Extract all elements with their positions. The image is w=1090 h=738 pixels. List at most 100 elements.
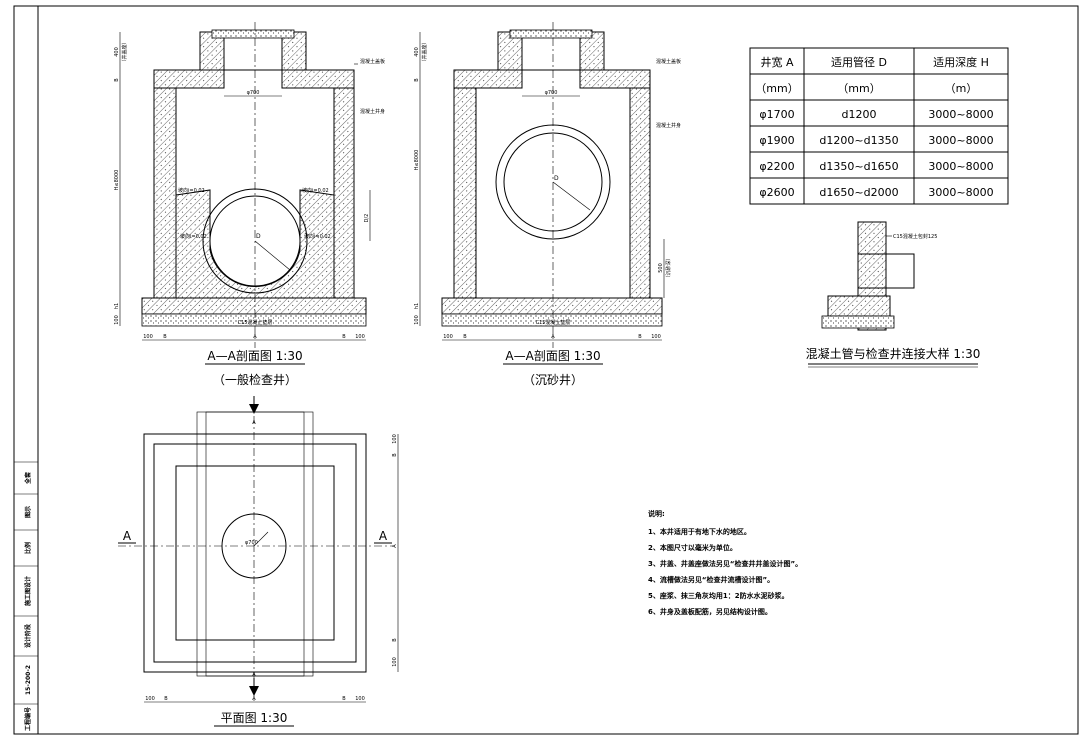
detail-label: C15混凝土包封125 <box>893 233 937 240</box>
detail-title: 混凝土管与检查井连接大样 1:30 <box>806 346 981 361</box>
note-item: 6、井身及盖板配筋，另见结构设计图。 <box>648 607 772 616</box>
bottom-dim-2: B <box>163 334 167 340</box>
section-mark-right: A <box>379 529 388 543</box>
base-slab <box>141 297 367 315</box>
table-cell: φ2200 <box>759 160 794 173</box>
plan-top-mark: A <box>252 420 256 426</box>
wall-left <box>153 87 177 299</box>
bottom-dim-5: 100 <box>651 334 661 340</box>
plan-outer-base <box>143 433 367 673</box>
base-cushion <box>441 313 663 327</box>
slab-dim: B <box>114 78 120 82</box>
sidebar-label-stage: 设计阶段 <box>24 624 32 648</box>
section-general: φ700 D 混凝土盖板 混凝土井身 坡向i=0.02 坡向i=0.02 坡向i… <box>114 22 385 387</box>
right-dim-4: B <box>392 638 398 642</box>
note-item: 3、井盖、井盖座做法另见“检查井井盖设计图”。 <box>648 559 802 568</box>
h1-dim: h1 <box>414 303 420 309</box>
slope-left: 坡向i=0.02 <box>178 187 205 194</box>
plan-bottom-dim-1: 100 <box>145 696 155 702</box>
height-dim: H≤8000 <box>114 170 120 191</box>
note-item: 1、本井适用于有地下水的地区。 <box>648 527 751 536</box>
opening-label: φ700 <box>545 90 558 96</box>
section-sand-subtitle: （沉砂井） <box>523 373 583 387</box>
right-dim-5: 100 <box>392 657 398 667</box>
base-label: C15混凝土垫层 <box>536 319 571 326</box>
sidebar-label-project-no: 15-200-2 <box>25 665 32 695</box>
cover-slab <box>153 69 355 89</box>
slope-right: 坡向i=0.02 <box>302 187 329 194</box>
section-sand: φ700 D 混凝土盖板 混凝土井身 C15混凝土垫层 500 （沉砂深） 40… <box>414 22 681 387</box>
plan-inner-wall <box>175 465 335 641</box>
spec-table: 井宽 A 适用管径 D 适用深度 H （mm） （mm） （m） φ1700 d… <box>749 47 1009 205</box>
section-general-subtitle: （一般检查井） <box>213 372 297 387</box>
sidebar-label-scale: 比例 <box>24 542 32 554</box>
wall-right <box>333 87 355 299</box>
cover-slab <box>453 69 651 89</box>
connection-detail: C15混凝土包封125 混凝土管与检查井连接大样 1:30 <box>806 221 981 368</box>
label-cover: 混凝土盖板 <box>360 58 385 65</box>
arrow-down-icon <box>249 686 259 696</box>
base-dim: 100 <box>114 315 120 325</box>
table-cell: d1350~d1650 <box>819 160 898 173</box>
table-cell: d1200~d1350 <box>819 134 898 147</box>
notes-heading: 说明: <box>648 509 665 518</box>
table-cell: 3000~8000 <box>928 160 993 173</box>
section-mark-left: A <box>123 529 132 543</box>
top-note: （井盖座） <box>421 39 428 64</box>
plan-bottom-dim-3: A <box>252 696 256 702</box>
right-dim-3: A <box>392 544 398 548</box>
table-cell: φ1700 <box>759 108 794 121</box>
plan-title: 平面图 1:30 <box>221 711 288 725</box>
table-header-depth: 适用深度 H <box>933 55 989 69</box>
label-cover: 混凝土盖板 <box>656 58 681 65</box>
table-unit-width: （mm） <box>755 82 798 95</box>
wall-right <box>629 87 651 299</box>
plan-bottom-dim-2: B <box>164 696 168 702</box>
note-item: 5、座浆、抹三角灰均用1：2防水水泥砂浆。 <box>648 591 789 600</box>
section-general-title: A—A剖面图 1:30 <box>207 349 302 363</box>
bottom-dim-5: 100 <box>355 334 365 340</box>
plan-view: φ700 A A A A 100 B A B 100 100 B A B 100… <box>118 396 399 727</box>
sidebar-label-project: 工程编号 <box>24 707 32 731</box>
label-wall: 混凝土井身 <box>656 122 681 129</box>
table-cell: 3000~8000 <box>928 186 993 199</box>
detail-cushion <box>821 315 895 329</box>
note-item: 2、本图尺寸以毫米为单位。 <box>648 543 737 552</box>
bottom-dim-1: 100 <box>443 334 453 340</box>
detail-encasement <box>827 295 891 317</box>
bottom-dim-3: A <box>253 334 257 340</box>
slope-lower-left: 坡向i=0.02 <box>180 233 207 240</box>
base-slab <box>441 297 663 315</box>
sidebar-label-stage-value: 施工图设计 <box>24 576 32 606</box>
plan-opening-label: φ700 <box>245 540 258 546</box>
base-dim: 100 <box>414 315 420 325</box>
manhole-cover-icon <box>509 29 593 39</box>
label-wall: 混凝土井身 <box>360 108 385 115</box>
table-unit-depth: （m） <box>945 82 978 95</box>
sump-dim: 500 <box>658 263 664 273</box>
sidebar-label-figure: 图示 <box>24 506 32 518</box>
table-header-width: 井宽 A <box>760 55 793 69</box>
half-d-dim: D/2 <box>364 214 370 223</box>
note-item: 4、流槽做法另见“检查井流槽设计图”。 <box>648 575 774 584</box>
plan-bottom-dim-5: 100 <box>355 696 365 702</box>
arrow-down-icon <box>249 404 259 414</box>
table-cell: φ2600 <box>759 186 794 199</box>
h1-dim: h1 <box>114 303 120 309</box>
table-header-diameter: 适用管径 D <box>831 55 887 69</box>
base-label: C15混凝土垫层 <box>238 319 273 326</box>
top-note: （井盖座） <box>121 39 128 64</box>
table-cell: 3000~8000 <box>928 108 993 121</box>
sump-note: （沉砂深） <box>665 255 672 280</box>
slope-lower-right: 坡向i=0.02 <box>304 233 331 240</box>
right-dim-2: B <box>392 453 398 457</box>
base-cushion <box>141 313 367 327</box>
wall-left <box>453 87 477 299</box>
height-dim: H≤8000 <box>414 150 420 171</box>
bottom-dim-3: A <box>551 334 555 340</box>
notes: 说明: 1、本井适用于有地下水的地区。 2、本图尺寸以毫米为单位。 3、井盖、井… <box>648 509 802 616</box>
plan-bottom-mark: A <box>252 672 256 678</box>
sheet-border <box>37 5 1079 735</box>
top-dim: 400 <box>414 47 420 57</box>
